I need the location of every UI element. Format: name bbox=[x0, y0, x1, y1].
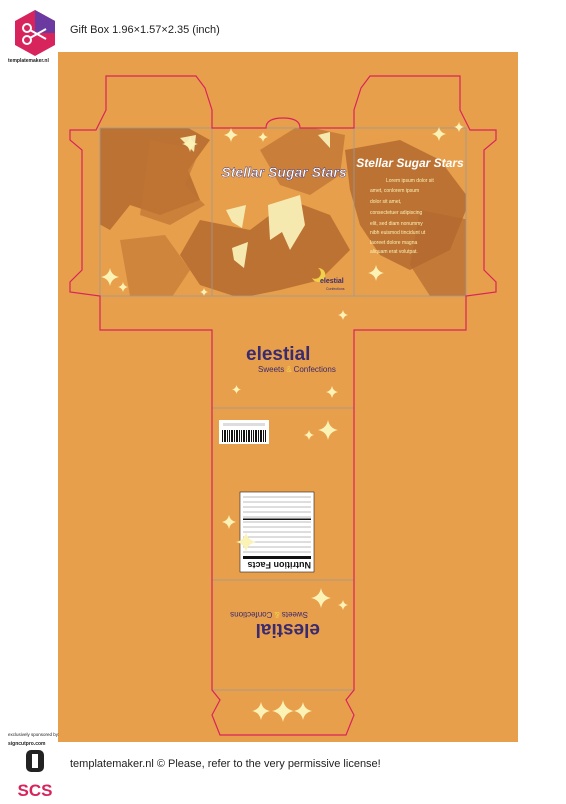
sponsor-logo-text: SCS bbox=[18, 781, 53, 800]
blotch-pattern bbox=[100, 128, 466, 296]
small-logo-name: elestial bbox=[320, 278, 344, 285]
side-line: dolor sit amet, bbox=[370, 199, 401, 205]
nutrition-label: Nutrition Facts bbox=[239, 491, 315, 573]
brand-name-top: elestial bbox=[246, 344, 310, 365]
side-line: Lorem ipsum dolor sit bbox=[386, 178, 434, 184]
brand-logo-bottom: elestial Sweets&Confections bbox=[230, 610, 331, 650]
nutrition-title: Nutrition Facts bbox=[247, 560, 311, 570]
barcode bbox=[219, 420, 269, 444]
brand-name-bottom: elestial bbox=[256, 619, 320, 640]
footer-license-text: templatemaker.nl © Please, refer to the … bbox=[70, 758, 381, 770]
front-small-logo: elestial Confections bbox=[312, 267, 345, 291]
brand-name: templatemaker.nl bbox=[8, 58, 49, 64]
fold-lines bbox=[99, 127, 467, 691]
sponsor-label: exclusively sponsored by: bbox=[8, 732, 60, 737]
side-line: elit, sed diam nonummy bbox=[370, 221, 423, 227]
templatemaker-logo bbox=[15, 10, 55, 56]
sponsor-site: signcutpro.com bbox=[8, 741, 46, 747]
cut-outline bbox=[69, 75, 497, 736]
small-logo-tagline: Confections bbox=[326, 287, 345, 291]
brand-logo-top: elestial Sweets&Confections bbox=[235, 334, 336, 374]
side-line: aliquam erat volutpat. bbox=[370, 249, 418, 255]
side-line: consectetuer adipiscing bbox=[370, 210, 422, 216]
brand-tagline-bottom: Sweets&Confections bbox=[230, 610, 308, 619]
side-line: nibh euismod tincidunt ut bbox=[370, 230, 426, 236]
side-product-name: Stellar Sugar Stars bbox=[356, 156, 464, 170]
side-description: Lorem ipsum dolor sit amet, conlorem ips… bbox=[370, 178, 434, 255]
front-product-name: Stellar Sugar Stars bbox=[221, 164, 346, 180]
page-title: Gift Box 1.96×1.57×2.35 (inch) bbox=[70, 24, 220, 36]
brand-tagline-top: Sweets&Confections bbox=[258, 365, 336, 374]
sponsor-logo: SCS bbox=[18, 750, 53, 800]
side-line: laoreet dolore magna bbox=[370, 240, 417, 246]
side-line: amet, conlorem ipsum bbox=[370, 188, 419, 194]
